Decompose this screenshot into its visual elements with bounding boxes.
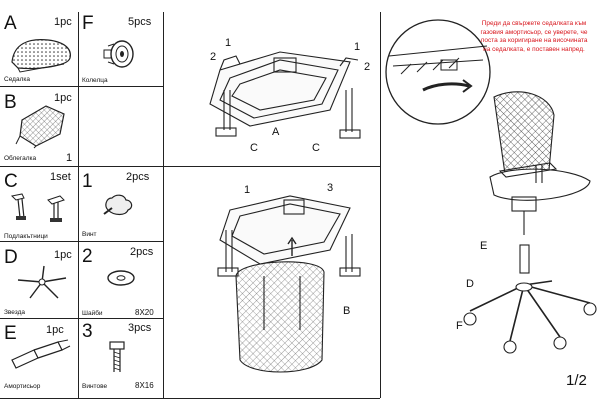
part-2-qty: 2pcs — [130, 246, 154, 258]
part-c-letter: C — [4, 171, 18, 192]
part-f-qty: 5pcs — [128, 16, 152, 28]
part-a-label: Седалка — [4, 76, 30, 83]
step3-full-chair-illustration — [463, 91, 597, 354]
part-2-size: 8X20 — [135, 308, 154, 317]
grid-hline-bottom — [0, 398, 380, 399]
step1-callout-c1: C — [250, 142, 258, 154]
part-3-size: 8X16 — [135, 381, 154, 390]
step1-callout-2b: 2 — [364, 61, 371, 73]
grid-vline-1 — [78, 12, 79, 398]
part-3-number: 3 — [82, 321, 93, 342]
part-e-letter: E — [4, 323, 17, 344]
step1-callout-1b: 1 — [354, 41, 361, 53]
part-b-letter: B — [4, 92, 17, 113]
part-d-qty: 1pc — [54, 249, 72, 261]
part-b-extra-number: 1 — [66, 152, 73, 164]
step2-backrest-illustration — [217, 195, 361, 373]
part-2-label: Шайби — [82, 310, 103, 317]
step1-callout-1a: 1 — [225, 37, 232, 49]
step2-callout-3: 3 — [327, 182, 334, 194]
step3-callout-f: F — [456, 320, 463, 332]
step1-callout-c2: C — [312, 142, 320, 154]
gas-lift-illustration — [11, 339, 71, 369]
part-1-number: 1 — [82, 171, 93, 192]
grid-vline-2 — [163, 12, 164, 398]
part-e-qty: 1pc — [46, 324, 64, 336]
part-2-number: 2 — [82, 246, 93, 267]
part-b-label: Облегалка — [4, 155, 37, 162]
part-a-letter: A — [4, 13, 17, 34]
part-1-qty: 2pcs — [126, 171, 150, 183]
grid-hline-d — [0, 318, 163, 319]
part-c-label: Подлакътници — [4, 233, 48, 240]
step1-seat-armrest-illustration — [209, 51, 361, 139]
part-3-qty: 3pcs — [128, 322, 152, 334]
part-c-qty: 1set — [50, 171, 71, 183]
step1-callout-a: A — [272, 126, 280, 138]
part-1-label: Винт — [82, 231, 97, 238]
grid-hline-c — [0, 241, 163, 242]
step3-callout-e: E — [480, 240, 488, 252]
step2-callout-b: B — [343, 305, 351, 317]
part-d-label: Звезда — [4, 309, 26, 316]
step3-callout-d: D — [466, 278, 474, 290]
backrest-part-illustration — [15, 105, 65, 149]
grid-hline-a — [0, 86, 163, 87]
part-d-letter: D — [4, 247, 18, 268]
part-b-qty: 1pc — [54, 92, 72, 104]
grid-hline-b — [0, 166, 380, 167]
castor-part-illustration — [103, 40, 134, 68]
part-f-letter: F — [82, 13, 94, 34]
step2-callout-1: 1 — [244, 184, 251, 196]
step1-callout-2a: 2 — [210, 51, 217, 63]
seat-part-illustration — [11, 39, 71, 73]
instruction-note: Преди да свържете седалката към газовия … — [480, 20, 588, 53]
part-e-label: Амортисьор — [4, 383, 41, 390]
knob-screw-illustration — [103, 194, 133, 216]
washer-illustration — [107, 270, 135, 286]
part-3-label: Винтове — [82, 383, 108, 390]
detail-lever-zoom-illustration — [385, 19, 491, 125]
page-number: 1/2 — [566, 372, 587, 389]
armrest-part-illustration — [10, 193, 65, 222]
hex-screw-illustration — [109, 341, 125, 372]
grid-vline-3 — [380, 12, 381, 398]
part-a-qty: 1pc — [54, 16, 72, 28]
star-base-illustration — [17, 265, 67, 299]
part-f-label: Колелца — [82, 77, 108, 84]
